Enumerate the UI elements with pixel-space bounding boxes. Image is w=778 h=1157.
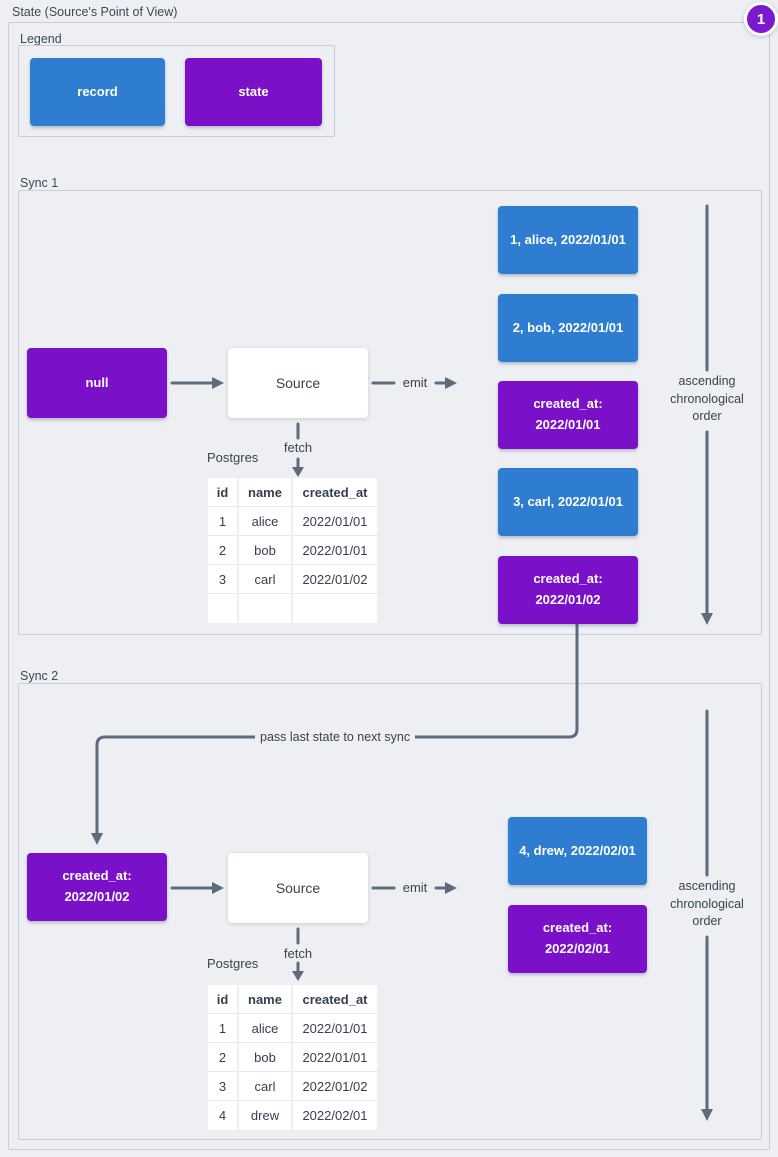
legend-record-box: record <box>30 58 165 126</box>
sync2-col-header: id <box>208 985 237 1014</box>
sync2-table-cell: 2 <box>208 1043 237 1072</box>
sync1-emitted-state-1: created_at: 2022/01/01 <box>498 381 638 449</box>
sync1-emitted-record-3: 3, carl, 2022/01/01 <box>498 468 638 536</box>
sync1-table-cell: carl <box>239 565 291 594</box>
sync1-input-state-box: null <box>27 348 167 418</box>
sync2-title: Sync 2 <box>20 669 59 683</box>
sync1-table-cell: 2 <box>208 536 237 565</box>
sync1-title: Sync 1 <box>20 176 59 190</box>
sync2-fetch-label: fetch <box>283 946 313 961</box>
page-title: State (Source's Point of View) <box>12 5 178 19</box>
sync2-emit-label: emit <box>402 880 428 895</box>
sync1-table-cell <box>293 594 377 623</box>
sync2-emitted-record-1: 4, drew, 2022/02/01 <box>508 817 647 885</box>
sync2-source-box: Source <box>228 853 368 923</box>
sync1-emit-label: emit <box>402 375 428 390</box>
sync1-col-header: created_at <box>293 478 377 507</box>
sync1-col-header: id <box>208 478 237 507</box>
sync1-table-cell: 3 <box>208 565 237 594</box>
sync1-emitted-record-2: 2, bob, 2022/01/01 <box>498 294 638 362</box>
sync1-table-cell: 2022/01/02 <box>293 565 377 594</box>
sync2-db-label: Postgres <box>207 956 259 971</box>
sync2-table-cell: carl <box>239 1072 291 1101</box>
sync1-table-cell <box>239 594 291 623</box>
sync1-emitted-state-2: created_at: 2022/01/02 <box>498 556 638 624</box>
sync1-fetch-label: fetch <box>283 440 313 455</box>
sync1-table-cell: 1 <box>208 507 237 536</box>
legend-state-box: state <box>185 58 322 126</box>
outer-container <box>8 22 770 1150</box>
sync2-table-cell: drew <box>239 1101 291 1130</box>
sync2-emitted-state-1: created_at: 2022/02/01 <box>508 905 647 973</box>
sync1-source-box: Source <box>228 348 368 418</box>
sync2-table-cell: 2022/01/02 <box>293 1072 377 1101</box>
sync2-input-state-box: created_at: 2022/01/02 <box>27 853 167 921</box>
sync2-table-cell: 3 <box>208 1072 237 1101</box>
sync1-table-cell: 2022/01/01 <box>293 536 377 565</box>
sync1-table-cell: 2022/01/01 <box>293 507 377 536</box>
sync2-col-header: name <box>239 985 291 1014</box>
step-badge: 1 <box>744 2 778 36</box>
sync2-table-cell: 2022/01/01 <box>293 1043 377 1072</box>
sync2-table-cell: alice <box>239 1014 291 1043</box>
sync1-table-cell: bob <box>239 536 291 565</box>
sync2-postgres-table: id name created_at 1 alice 2022/01/01 2 … <box>208 985 377 1130</box>
sync2-order-note: ascending chronological order <box>670 879 744 928</box>
sync1-table-cell <box>208 594 237 623</box>
sync2-table-cell: 2022/02/01 <box>293 1101 377 1130</box>
sync1-postgres-table: id name created_at 1 alice 2022/01/01 2 … <box>208 478 377 623</box>
sync1-table-cell: alice <box>239 507 291 536</box>
sync2-table-cell: 2022/01/01 <box>293 1014 377 1043</box>
legend-panel <box>18 45 335 137</box>
sync2-table-cell: 4 <box>208 1101 237 1130</box>
sync1-db-label: Postgres <box>207 450 259 465</box>
sync1-col-header: name <box>239 478 291 507</box>
sync1-order-note: ascending chronological order <box>670 374 744 423</box>
sync2-col-header: created_at <box>293 985 377 1014</box>
sync2-table-cell: 1 <box>208 1014 237 1043</box>
sync2-table-cell: bob <box>239 1043 291 1072</box>
sync1-emitted-record-1: 1, alice, 2022/01/01 <box>498 206 638 274</box>
pass-state-label: pass last state to next sync <box>255 729 416 745</box>
legend-title: Legend <box>20 32 62 46</box>
